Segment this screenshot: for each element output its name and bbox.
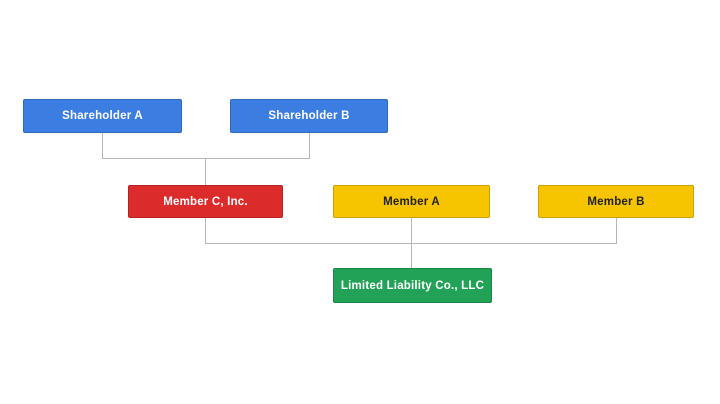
node-member-b: Member B: [538, 185, 694, 218]
node-shareholder-a: Shareholder A: [23, 99, 182, 133]
node-shareholder-b: Shareholder B: [230, 99, 388, 133]
node-member-c-inc: Member C, Inc.: [128, 185, 283, 218]
connector-shareholders-bus: [102, 158, 310, 159]
node-limited-liability-co: Limited Liability Co., LLC: [333, 268, 492, 303]
connector-member-c-drop: [205, 218, 206, 243]
connector-member-b-drop: [616, 218, 617, 243]
connector-shareholder-b-drop: [309, 133, 310, 158]
connector-shareholder-a-drop: [102, 133, 103, 158]
node-member-a: Member A: [333, 185, 490, 218]
connector-member-a-to-llc: [411, 218, 412, 268]
connector-member-c-inlet: [205, 158, 206, 185]
